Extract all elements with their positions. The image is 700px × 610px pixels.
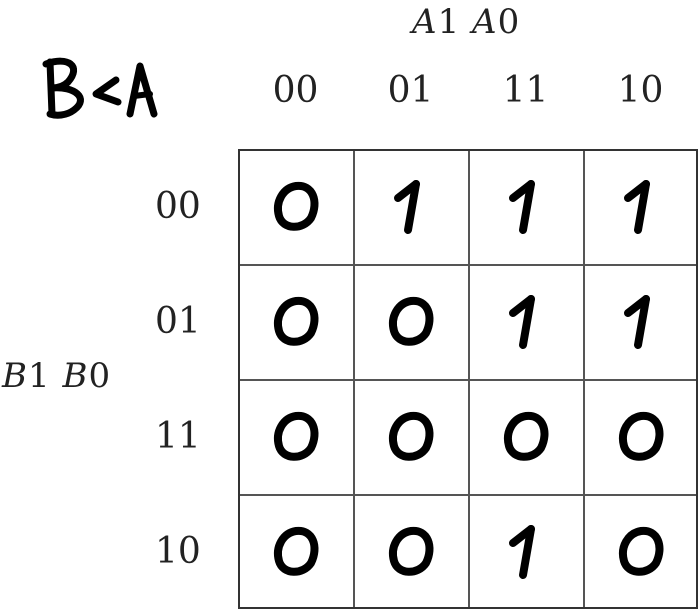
- kmap-cell: [468, 494, 583, 609]
- kmap-cell: [238, 149, 353, 264]
- handwritten-one: [393, 179, 420, 234]
- handwritten-one: [508, 524, 535, 579]
- handwritten-one: [623, 294, 650, 349]
- kmap-cell: [583, 379, 698, 494]
- kmap-cell: [238, 379, 353, 494]
- handwritten-zero: [388, 296, 433, 346]
- handwritten-zero: [273, 181, 318, 231]
- row-header-11: 11: [155, 416, 201, 457]
- row-header-01: 01: [155, 301, 201, 342]
- kmap-cell: [468, 149, 583, 264]
- kmap-cell: [353, 149, 468, 264]
- handwritten-one: [623, 179, 650, 234]
- kmap-cell: [353, 264, 468, 379]
- row-variables-label: B1 B0: [2, 356, 112, 396]
- kmap-cell: [583, 494, 698, 609]
- grid-line: [240, 494, 696, 496]
- column-header-01: 01: [387, 70, 434, 111]
- kmap-cell: [238, 264, 353, 379]
- kmap-cell: [353, 379, 468, 494]
- kmap-cell: [468, 264, 583, 379]
- handwritten-zero: [273, 296, 318, 346]
- kmap-cell: [468, 379, 583, 494]
- kmap-cell: [238, 494, 353, 609]
- handwritten-zero: [618, 526, 663, 576]
- column-header-11: 11: [502, 70, 549, 111]
- handwritten-zero: [503, 411, 548, 461]
- handwritten-zero: [388, 411, 433, 461]
- column-header-10: 10: [617, 70, 664, 111]
- handwritten-zero: [273, 411, 318, 461]
- handwritten-zero: [388, 526, 433, 576]
- kmap-grid: [238, 149, 698, 609]
- kmap-title: [38, 52, 168, 122]
- handwritten-zero: [618, 411, 663, 461]
- handwritten-zero: [273, 526, 318, 576]
- grid-line: [240, 379, 696, 381]
- row-header-10: 10: [155, 531, 201, 572]
- handwritten-one: [508, 179, 535, 234]
- column-header-00: 00: [272, 70, 319, 111]
- row-header-00: 00: [155, 186, 201, 227]
- kmap-cell: [583, 149, 698, 264]
- column-variables-label: A1 A0: [412, 2, 521, 42]
- grid-line: [240, 264, 696, 266]
- handwritten-one: [508, 294, 535, 349]
- kmap-cell: [583, 264, 698, 379]
- kmap-cell: [353, 494, 468, 609]
